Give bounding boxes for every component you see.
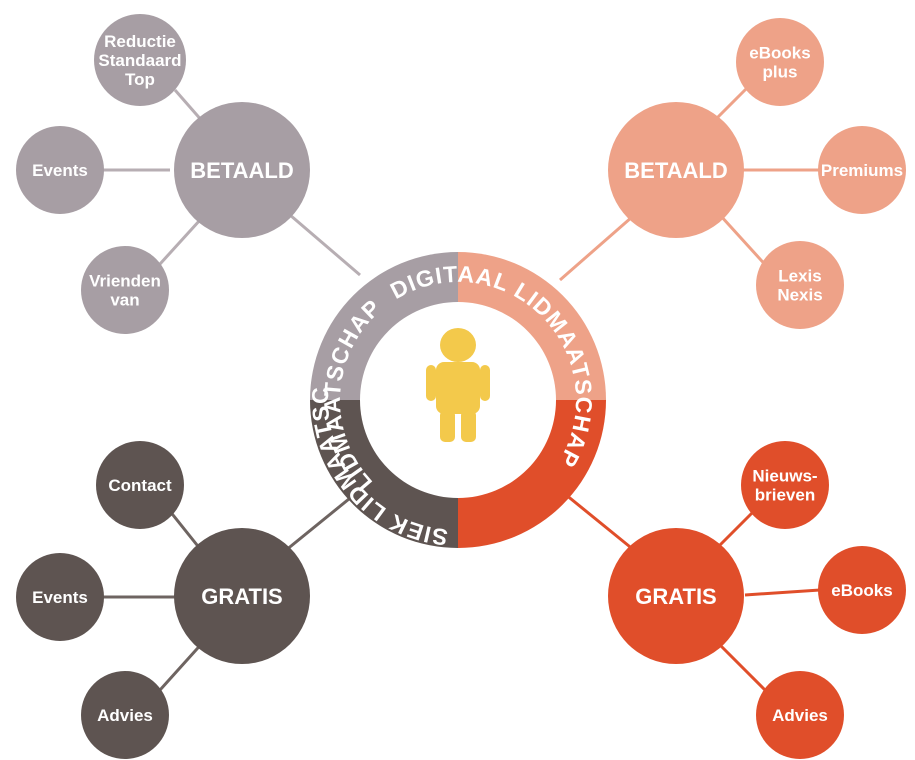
leaf-label: van xyxy=(110,291,139,310)
connector-dfree-ebooks xyxy=(744,588,821,597)
leaf-label: Advies xyxy=(772,706,828,725)
connector-center-digital-paid xyxy=(559,208,641,282)
leaf-digital-free-0: Nieuws-brieven xyxy=(741,441,829,529)
connector-dpaid-lexis xyxy=(718,213,772,272)
connector-center-digital-free xyxy=(559,488,641,557)
leaf-label: Lexis xyxy=(778,267,821,286)
hub-label-digital-paid: BETAALD xyxy=(624,158,727,183)
hub-physical-paid: BETAALD xyxy=(174,102,310,238)
hub-physical-free: GRATIS xyxy=(174,528,310,664)
hub-label-physical-paid: BETAALD xyxy=(190,158,293,183)
leaf-label: Nieuws- xyxy=(752,467,817,486)
leaf-label: Standaard xyxy=(98,51,181,70)
hub-label-digital-free: GRATIS xyxy=(635,584,716,609)
leaf-label: Events xyxy=(32,588,88,607)
leaf-label: brieven xyxy=(755,486,815,505)
hub-label-physical-free: GRATIS xyxy=(201,584,282,609)
leaf-label: plus xyxy=(763,63,798,82)
leaf-digital-paid-1: Premiums xyxy=(818,126,906,214)
leaf-label: eBooks xyxy=(749,44,810,63)
leaf-label: eBooks xyxy=(831,581,892,600)
leaf-label: Reductie xyxy=(104,32,176,51)
leaf-label: Premiums xyxy=(821,161,903,180)
leaf-label: Top xyxy=(125,70,155,89)
leaf-label: Events xyxy=(32,161,88,180)
leaf-label: Advies xyxy=(97,706,153,725)
person-icon xyxy=(426,328,490,442)
leaf-label: Nexis xyxy=(777,286,822,305)
hub-digital-free: GRATIS xyxy=(608,528,744,664)
leaf-physical-free-2: Advies xyxy=(81,671,169,759)
leaf-nodes: ReductieStandaardTopEventsVriendenvaneBo… xyxy=(16,14,906,759)
leaf-physical-free-1: Events xyxy=(16,553,104,641)
connector-free-advies xyxy=(158,638,207,692)
leaf-physical-free-0: Contact xyxy=(96,441,184,529)
connector-center-physical-paid xyxy=(289,213,361,277)
hub-digital-paid: BETAALD xyxy=(608,102,744,238)
leaf-physical-paid-1: Events xyxy=(16,126,104,214)
leaf-digital-free-2: Advies xyxy=(756,671,844,759)
leaf-label: Vrienden xyxy=(89,272,161,291)
connector-center-physical-free xyxy=(279,488,361,557)
leaf-digital-free-1: eBooks xyxy=(818,546,906,634)
leaf-label: Contact xyxy=(108,476,172,495)
connector-dfree-advies xyxy=(713,638,767,692)
